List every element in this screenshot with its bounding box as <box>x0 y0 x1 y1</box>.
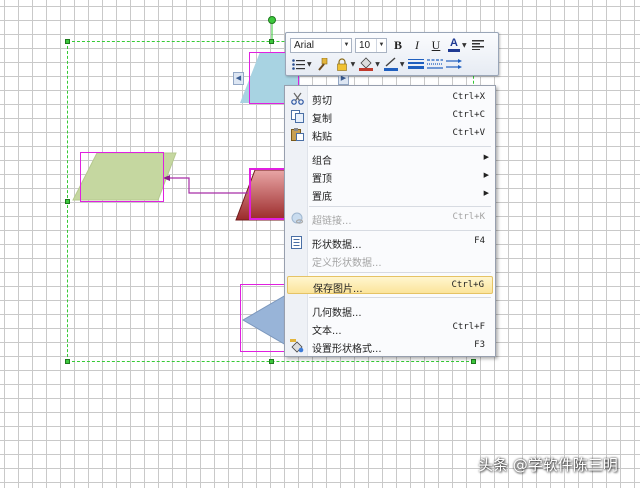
menu-item-shortcut: Ctrl+X <box>452 92 485 102</box>
menu-item-group[interactable]: 组合 ▶ <box>287 149 493 167</box>
context-menu: 剪切 Ctrl+X 复制 Ctrl+C 粘贴 Ctrl+V 组合 ▶ 置顶 ▶ … <box>284 85 496 357</box>
font-name-combo[interactable]: Arial ▼ <box>290 37 352 53</box>
menu-item-label: 超链接... <box>312 216 352 227</box>
line-style-icon[interactable] <box>426 56 443 72</box>
menu-item-shortcut: Ctrl+V <box>452 128 485 138</box>
menu-item-hyperlink[interactable]: 超链接... Ctrl+K <box>287 209 493 227</box>
shape-box-green[interactable] <box>80 152 164 202</box>
menu-item-label: 置顶 <box>312 174 332 185</box>
chevron-down-icon[interactable]: ▼ <box>375 60 380 68</box>
watermark: 头条 @学软件陈三明 <box>478 456 618 474</box>
lock-icon[interactable] <box>334 56 350 72</box>
menu-item-label: 复制 <box>312 114 332 125</box>
menu-item-label: 定义形状数据... <box>312 258 382 269</box>
font-color-button[interactable]: A <box>447 37 461 53</box>
menu-item-shape-data[interactable]: 形状数据... F4 <box>287 233 493 251</box>
hyperlink-icon <box>290 211 304 225</box>
menu-item-send-to-back[interactable]: 置底 ▶ <box>287 185 493 203</box>
menu-item-define-shape-data[interactable]: 定义形状数据... <box>287 251 493 269</box>
connector-arrowhead <box>163 175 170 181</box>
menu-item-copy[interactable]: 复制 Ctrl+C <box>287 107 493 125</box>
selection-handle-tl[interactable] <box>65 39 70 44</box>
menu-item-shortcut: F4 <box>474 236 485 246</box>
line-weight-icon[interactable] <box>407 56 424 72</box>
menu-item-label: 几何数据... <box>312 308 362 319</box>
chevron-down-icon[interactable]: ▼ <box>341 38 351 52</box>
green-parallelogram <box>72 152 177 201</box>
menu-separator <box>309 146 491 147</box>
menu-item-shortcut: F3 <box>474 340 485 350</box>
menu-item-label: 保存图片... <box>313 284 363 295</box>
menu-item-format-shape[interactable]: 设置形状格式... F3 <box>287 337 493 355</box>
format-shape-icon <box>290 339 304 353</box>
chevron-down-icon[interactable]: ▼ <box>376 38 386 52</box>
chevron-down-icon[interactable]: ▼ <box>399 60 405 68</box>
menu-item-paste[interactable]: 粘贴 Ctrl+V <box>287 125 493 143</box>
menu-item-cut[interactable]: 剪切 Ctrl+X <box>287 89 493 107</box>
menu-separator <box>309 230 491 231</box>
font-name-value: Arial <box>294 39 315 51</box>
scissors-icon <box>290 91 304 105</box>
line-color-icon[interactable] <box>383 56 399 72</box>
menu-item-save-picture[interactable]: 保存图片... Ctrl+G <box>287 276 493 295</box>
menu-item-shortcut: Ctrl+C <box>452 110 485 120</box>
italic-button[interactable]: I <box>415 37 419 52</box>
menu-item-geometry-data[interactable]: 几何数据... <box>287 301 493 319</box>
menu-item-label: 文本... <box>312 326 342 337</box>
chevron-down-icon[interactable]: ▼ <box>350 60 356 68</box>
menu-item-label: 形状数据... <box>312 240 362 251</box>
chevron-down-icon[interactable]: ▼ <box>307 60 312 68</box>
menu-item-shortcut: Ctrl+K <box>452 212 485 222</box>
submenu-arrow-icon: ▶ <box>483 189 489 197</box>
bullets-icon[interactable] <box>290 56 306 72</box>
menu-item-label: 置底 <box>312 192 332 203</box>
shape-data-icon <box>290 235 304 249</box>
underline-button[interactable]: U <box>431 37 441 52</box>
menu-item-label: 粘贴 <box>312 132 332 143</box>
menu-item-label: 组合 <box>312 156 332 167</box>
menu-item-shortcut: Ctrl+G <box>451 280 484 290</box>
menu-item-bring-to-front[interactable]: 置顶 ▶ <box>287 167 493 185</box>
menu-item-label: 设置形状格式... <box>312 344 382 355</box>
mini-toolbar: Arial ▼ 10 ▼ B I U A ▼ ▼ ▼ <box>285 32 499 76</box>
selection-handle-br[interactable] <box>471 359 476 364</box>
chevron-down-icon[interactable]: ▼ <box>462 41 467 49</box>
submenu-arrow-icon: ▶ <box>483 171 489 179</box>
font-size-value: 10 <box>359 39 371 51</box>
menu-item-shortcut: Ctrl+F <box>452 322 485 332</box>
selection-handle-tm[interactable] <box>269 39 274 44</box>
submenu-arrow-icon: ▶ <box>483 153 489 161</box>
align-icon[interactable] <box>470 37 486 53</box>
menu-item-label: 剪切 <box>312 96 332 107</box>
arrow-style-icon[interactable] <box>445 56 462 72</box>
selection-handle-ml[interactable] <box>65 199 70 204</box>
shape-box-blue-top[interactable] <box>249 52 299 104</box>
copy-icon <box>290 109 304 123</box>
font-size-combo[interactable]: 10 ▼ <box>355 37 387 53</box>
font-color-swatch <box>448 49 460 52</box>
menu-separator <box>309 297 491 298</box>
rotation-handle <box>268 16 276 24</box>
connector-line <box>168 177 248 194</box>
left-arrow-handle[interactable]: ◀ <box>233 72 244 85</box>
menu-separator <box>309 206 491 207</box>
selection-handle-bm[interactable] <box>269 359 274 364</box>
font-color-label: A <box>450 37 458 49</box>
menu-item-text[interactable]: 文本... Ctrl+F <box>287 319 493 337</box>
bold-button[interactable]: B <box>393 37 402 52</box>
format-painter-icon[interactable] <box>315 56 331 72</box>
paste-icon <box>290 127 304 141</box>
menu-separator <box>309 272 491 273</box>
selection-handle-bl[interactable] <box>65 359 70 364</box>
fill-color-icon[interactable] <box>358 56 374 72</box>
